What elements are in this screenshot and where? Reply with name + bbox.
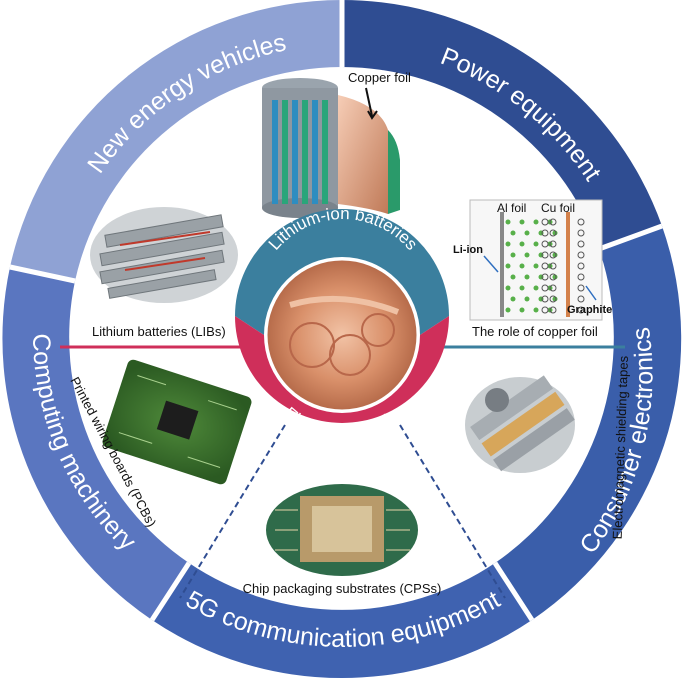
pcb-image (102, 359, 252, 485)
center-top-half (235, 209, 449, 335)
label-cu-foil: Cu foil (541, 201, 575, 215)
label-al-foil: Al foil (497, 201, 526, 215)
copper-role-diagram (469, 199, 603, 321)
connectors (60, 345, 625, 599)
segment-computing-machinery (2, 267, 189, 620)
segment-power-equipment (342, 0, 662, 249)
segment-new-energy-vehicles (10, 0, 342, 281)
label-li-ion: Li-ion (453, 244, 483, 256)
label-graphite: Graphite (567, 304, 612, 316)
center-bottom-half (235, 316, 449, 423)
caption-copper-foil: Copper foil (348, 70, 411, 85)
battery-pack-image (90, 207, 238, 303)
caption-shielding-tapes: Electromagnetic shielding tapes (610, 355, 631, 539)
center-ring (235, 209, 449, 423)
chip-substrate-image (266, 484, 418, 576)
caption-role-of-copper-foil: The role of copper foil (472, 324, 598, 339)
segment-5g-communication (152, 563, 532, 679)
segment-consumer-electronics (495, 226, 682, 620)
shielding-tapes-image (465, 375, 575, 473)
battery-cell-image (262, 78, 400, 218)
copper-foil-center-image (264, 257, 420, 413)
caption-cpss: Chip packaging substrates (CPSs) (243, 581, 442, 596)
caption-lithium-batteries: Lithium batteries (LIBs) (92, 324, 226, 339)
